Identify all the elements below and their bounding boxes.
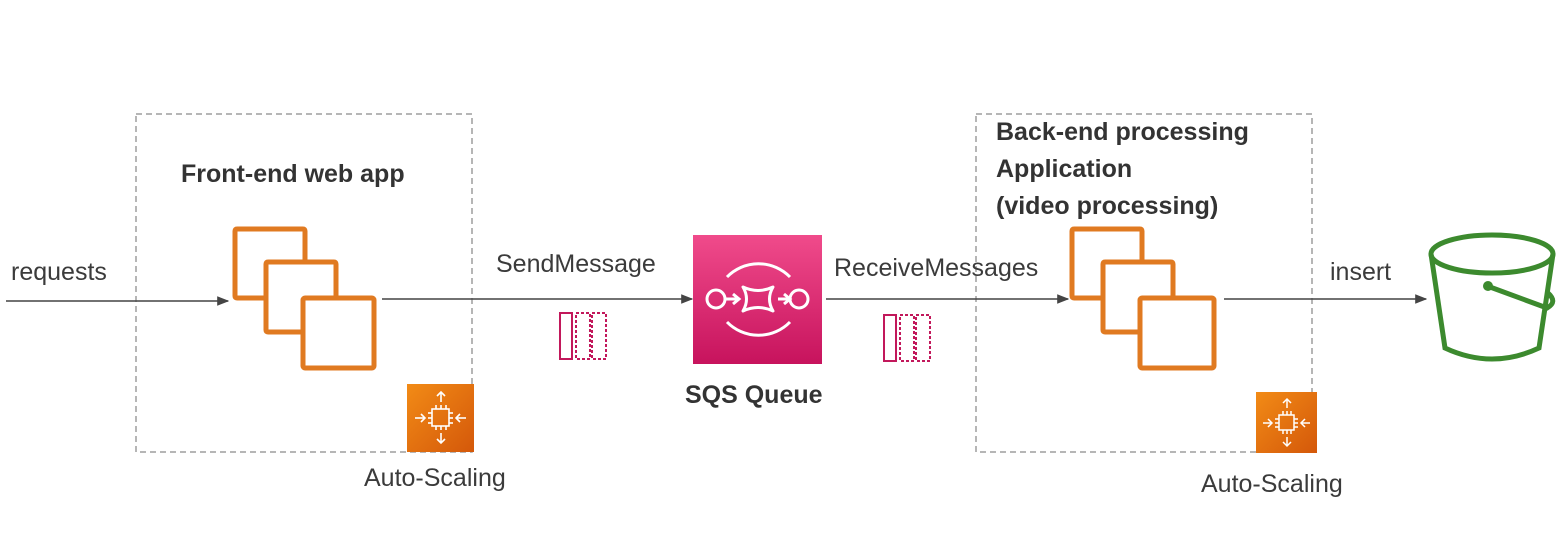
insert-label: insert xyxy=(1330,258,1392,286)
send-message-label: SendMessage xyxy=(496,250,656,278)
frontend-title: Front-end web app xyxy=(181,160,405,188)
s3-bucket-handle-knob xyxy=(1483,281,1493,291)
auto-scaling-label-front: Auto-Scaling xyxy=(364,464,506,492)
sqs-queue-icon xyxy=(693,235,822,364)
ec2-instances-icon xyxy=(1069,226,1217,371)
auto-scaling-icon xyxy=(1256,392,1317,453)
backend-group-box xyxy=(975,113,1313,453)
backend-title-line: Back-end processing xyxy=(996,118,1249,146)
frontend-group-box xyxy=(135,113,473,453)
requests-label: requests xyxy=(11,258,107,286)
s3-bucket-icon xyxy=(1428,232,1556,362)
ec2-instances-icon xyxy=(232,226,377,371)
auto-scaling-label-back: Auto-Scaling xyxy=(1201,470,1343,498)
message-icon xyxy=(883,314,931,362)
auto-scaling-icon xyxy=(407,384,474,452)
backend-title-line: Application xyxy=(996,155,1133,183)
message-icon xyxy=(559,312,607,360)
sqs-queue-label: SQS Queue xyxy=(685,381,823,409)
backend-title-line: (video processing) xyxy=(996,192,1219,220)
backend-title: Back-end processing Application (video p… xyxy=(996,114,1249,225)
receive-messages-label: ReceiveMessages xyxy=(834,254,1039,282)
